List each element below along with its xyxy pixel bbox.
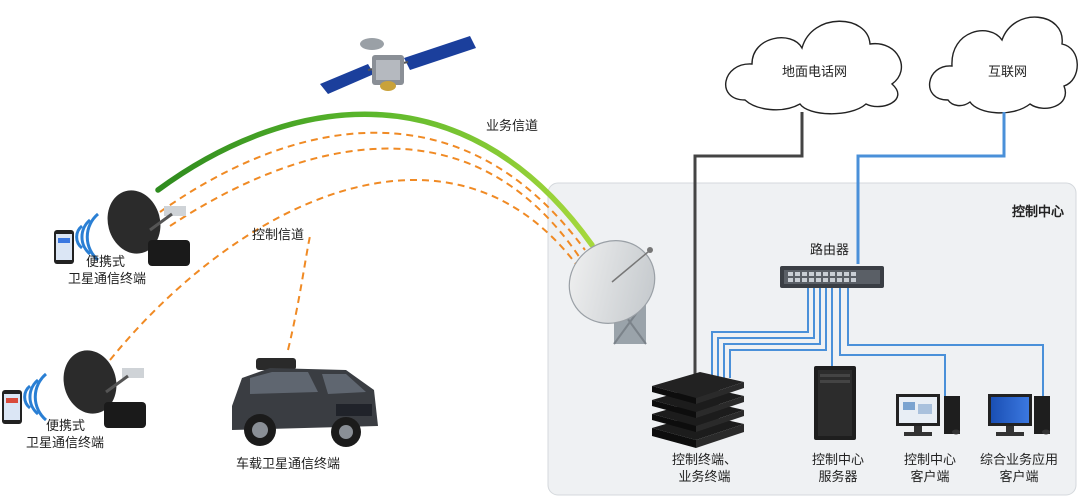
control-terminal-stack-icon (652, 372, 744, 448)
business-channel-label: 业务信道 (486, 119, 539, 134)
control-client-line2: 客户端 (910, 470, 950, 485)
router-icon (780, 266, 884, 288)
control-client-label: 控制中心 客户端 (904, 452, 956, 486)
business-channel-arc (155, 111, 595, 248)
internet-line (856, 112, 1006, 264)
app-client-label: 综合业务应用 客户端 (980, 452, 1058, 486)
control-links (109, 131, 586, 361)
portable-terminal-top-line2: 卫星通信终端 (68, 272, 147, 287)
portable-terminal-bottom-line2: 卫星通信终端 (26, 436, 105, 451)
server-label: 控制中心 服务器 (812, 452, 864, 486)
app-client-line2: 客户端 (999, 470, 1039, 485)
portable-terminal-top-label: 便携式 卫星通信终端 (58, 254, 146, 288)
server-line1: 控制中心 (812, 453, 865, 468)
vehicle-terminal-label: 车载卫星通信终端 (236, 457, 341, 472)
server-icon (814, 366, 856, 440)
portable-terminal-bottom-line1: 便携式 (46, 419, 86, 434)
internet-cloud (929, 16, 1078, 114)
control-client-line1: 控制中心 (904, 453, 957, 468)
control-terminal-line2: 业务终端 (678, 470, 731, 485)
satellite-icon (320, 36, 476, 94)
control-terminal-label: 控制终端、 业务终端 (672, 452, 737, 486)
portable-terminal-bottom-label: 便携式 卫星通信终端 (26, 418, 104, 452)
control-terminal-line1: 控制终端、 (672, 453, 738, 468)
portable-terminal-top-line1: 便携式 (86, 255, 126, 270)
internet-cloud-label: 互联网 (988, 65, 1028, 80)
lan-lines (711, 288, 1044, 396)
control-center-title: 控制中心 (1012, 205, 1065, 220)
pstn-line (693, 112, 804, 378)
portable-terminal-bottom-icon (2, 350, 146, 428)
control-client-pc-icon (896, 394, 960, 436)
pstn-cloud-label: 地面电话网 (782, 65, 848, 80)
pstn-cloud (725, 20, 903, 115)
app-client-line1: 综合业务应用 (980, 453, 1059, 468)
control-channel-label: 控制信道 (252, 228, 305, 243)
ground-station-dish-icon (568, 240, 656, 345)
app-client-pc-icon (988, 394, 1050, 436)
router-label: 路由器 (810, 243, 850, 258)
vehicle-terminal-icon (232, 358, 378, 447)
server-line2: 服务器 (818, 470, 858, 485)
portable-terminal-top-icon (54, 190, 190, 266)
